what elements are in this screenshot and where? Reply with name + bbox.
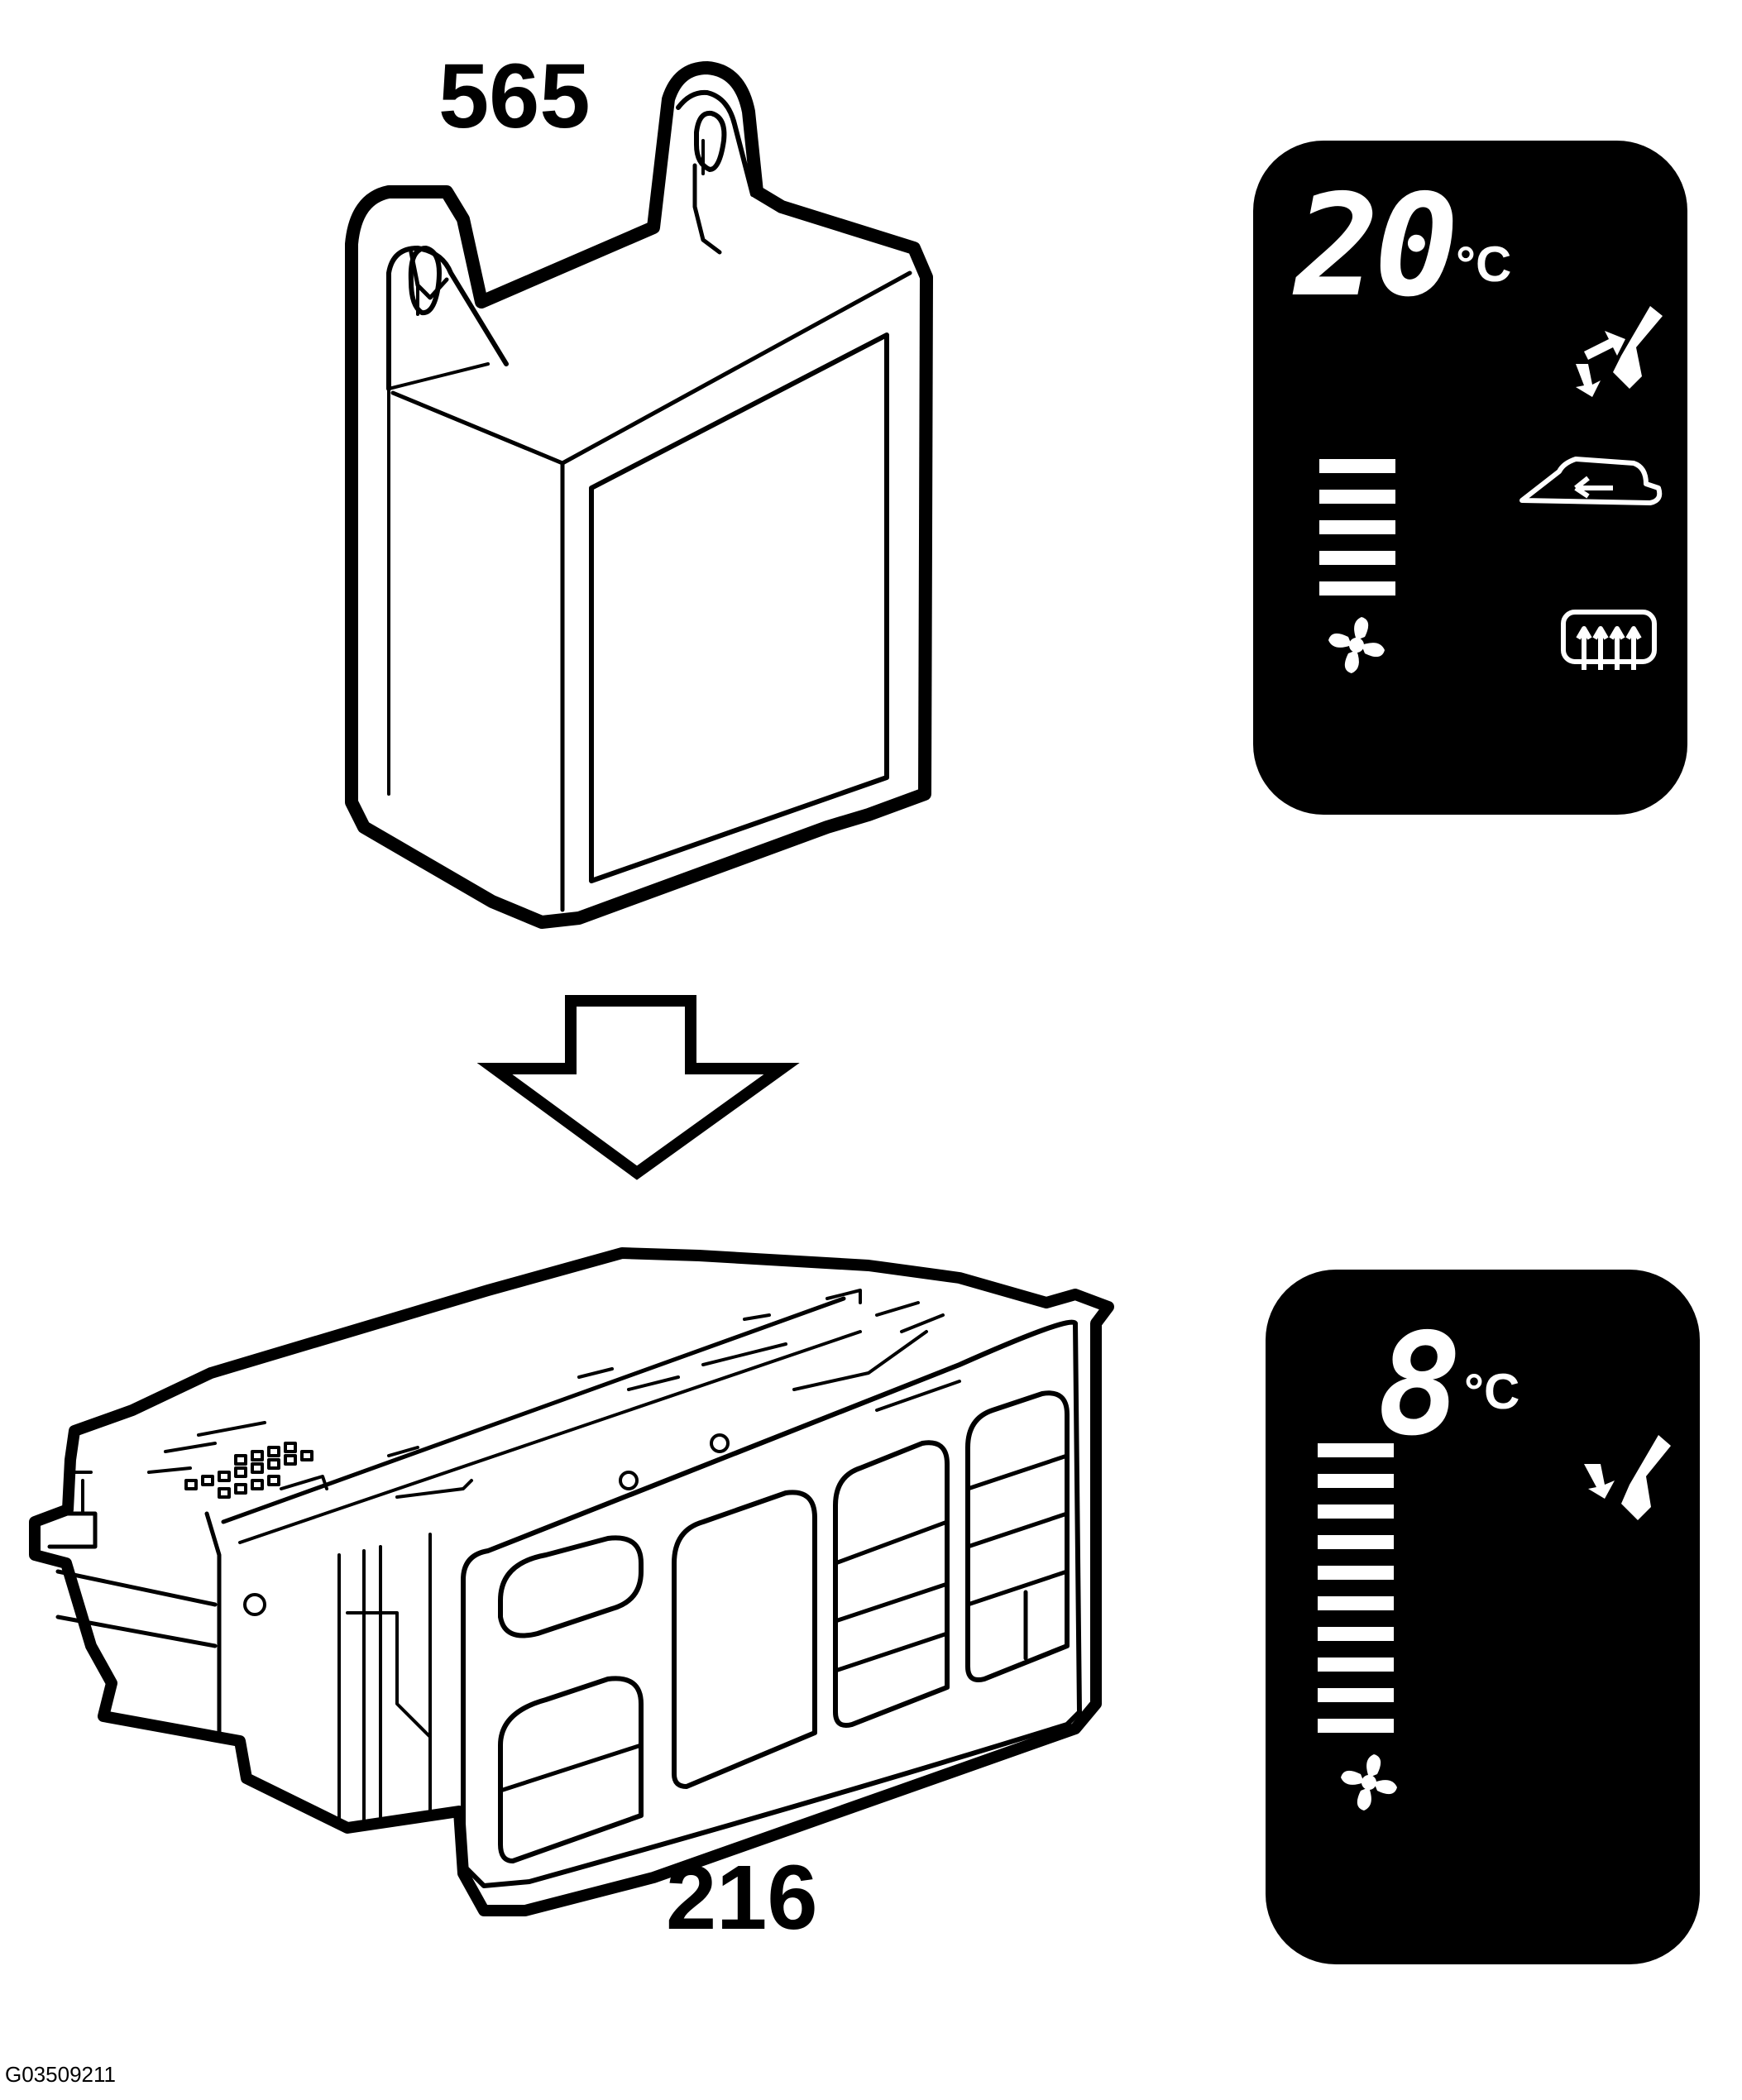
module-565 bbox=[345, 61, 933, 929]
down-arrow bbox=[476, 995, 800, 1180]
module-565-front-panel bbox=[589, 332, 889, 883]
fan-level-bar bbox=[1318, 1658, 1394, 1672]
display-after bbox=[1266, 1270, 1700, 1964]
fan-level-bar bbox=[1319, 581, 1395, 596]
fan-icon bbox=[1341, 1754, 1397, 1811]
button-right-col2 bbox=[965, 1390, 1070, 1682]
upper-unit-label: 565 bbox=[438, 45, 591, 147]
module-565-left-tab bbox=[386, 246, 509, 391]
display-before-unit: °C bbox=[1456, 237, 1512, 292]
display-before-temperature: 20 bbox=[1295, 165, 1459, 328]
figure-id: G03509211 bbox=[5, 2062, 116, 2087]
display-after-fan-bars bbox=[1318, 1443, 1394, 1733]
fan-level-bar bbox=[1318, 1566, 1394, 1580]
module-216 bbox=[29, 1247, 1114, 1916]
fan-level-bar bbox=[1318, 1719, 1394, 1733]
display-before bbox=[1253, 141, 1687, 815]
lower-unit-label: 216 bbox=[666, 1847, 818, 1949]
fan-level-bar bbox=[1318, 1504, 1394, 1519]
rear-defrost-icon bbox=[1561, 610, 1657, 670]
module-216-vent-grid bbox=[184, 1442, 313, 1499]
button-center bbox=[672, 1490, 817, 1789]
fan-level-bar bbox=[1318, 1443, 1394, 1457]
display-after-unit: °C bbox=[1464, 1364, 1520, 1419]
air-distribution-icon bbox=[1584, 1435, 1671, 1520]
module-565-right-tab bbox=[676, 89, 755, 255]
air-distribution-icon bbox=[1576, 306, 1663, 397]
module-216-outline bbox=[29, 1247, 1114, 1916]
fan-level-bar bbox=[1319, 520, 1395, 534]
fan-icon bbox=[1328, 617, 1385, 673]
module-565-outline bbox=[345, 61, 933, 929]
fan-level-bar bbox=[1318, 1627, 1394, 1641]
fan-level-bar bbox=[1318, 1688, 1394, 1702]
fan-level-bar bbox=[1319, 490, 1395, 504]
display-after-temperature: 8 bbox=[1377, 1304, 1462, 1467]
fan-level-bar bbox=[1319, 459, 1395, 473]
button-right-col1 bbox=[833, 1440, 950, 1728]
display-before-fan-bars bbox=[1319, 459, 1395, 596]
fan-level-bar bbox=[1318, 1596, 1394, 1610]
fan-level-bar bbox=[1318, 1535, 1394, 1549]
recirculation-icon bbox=[1519, 457, 1663, 505]
module-216-front-bezel bbox=[461, 1319, 1082, 1888]
button-upper-left bbox=[498, 1535, 644, 1638]
fan-level-bar bbox=[1319, 551, 1395, 565]
fan-level-bar bbox=[1318, 1474, 1394, 1488]
button-lower-left bbox=[498, 1676, 644, 1863]
